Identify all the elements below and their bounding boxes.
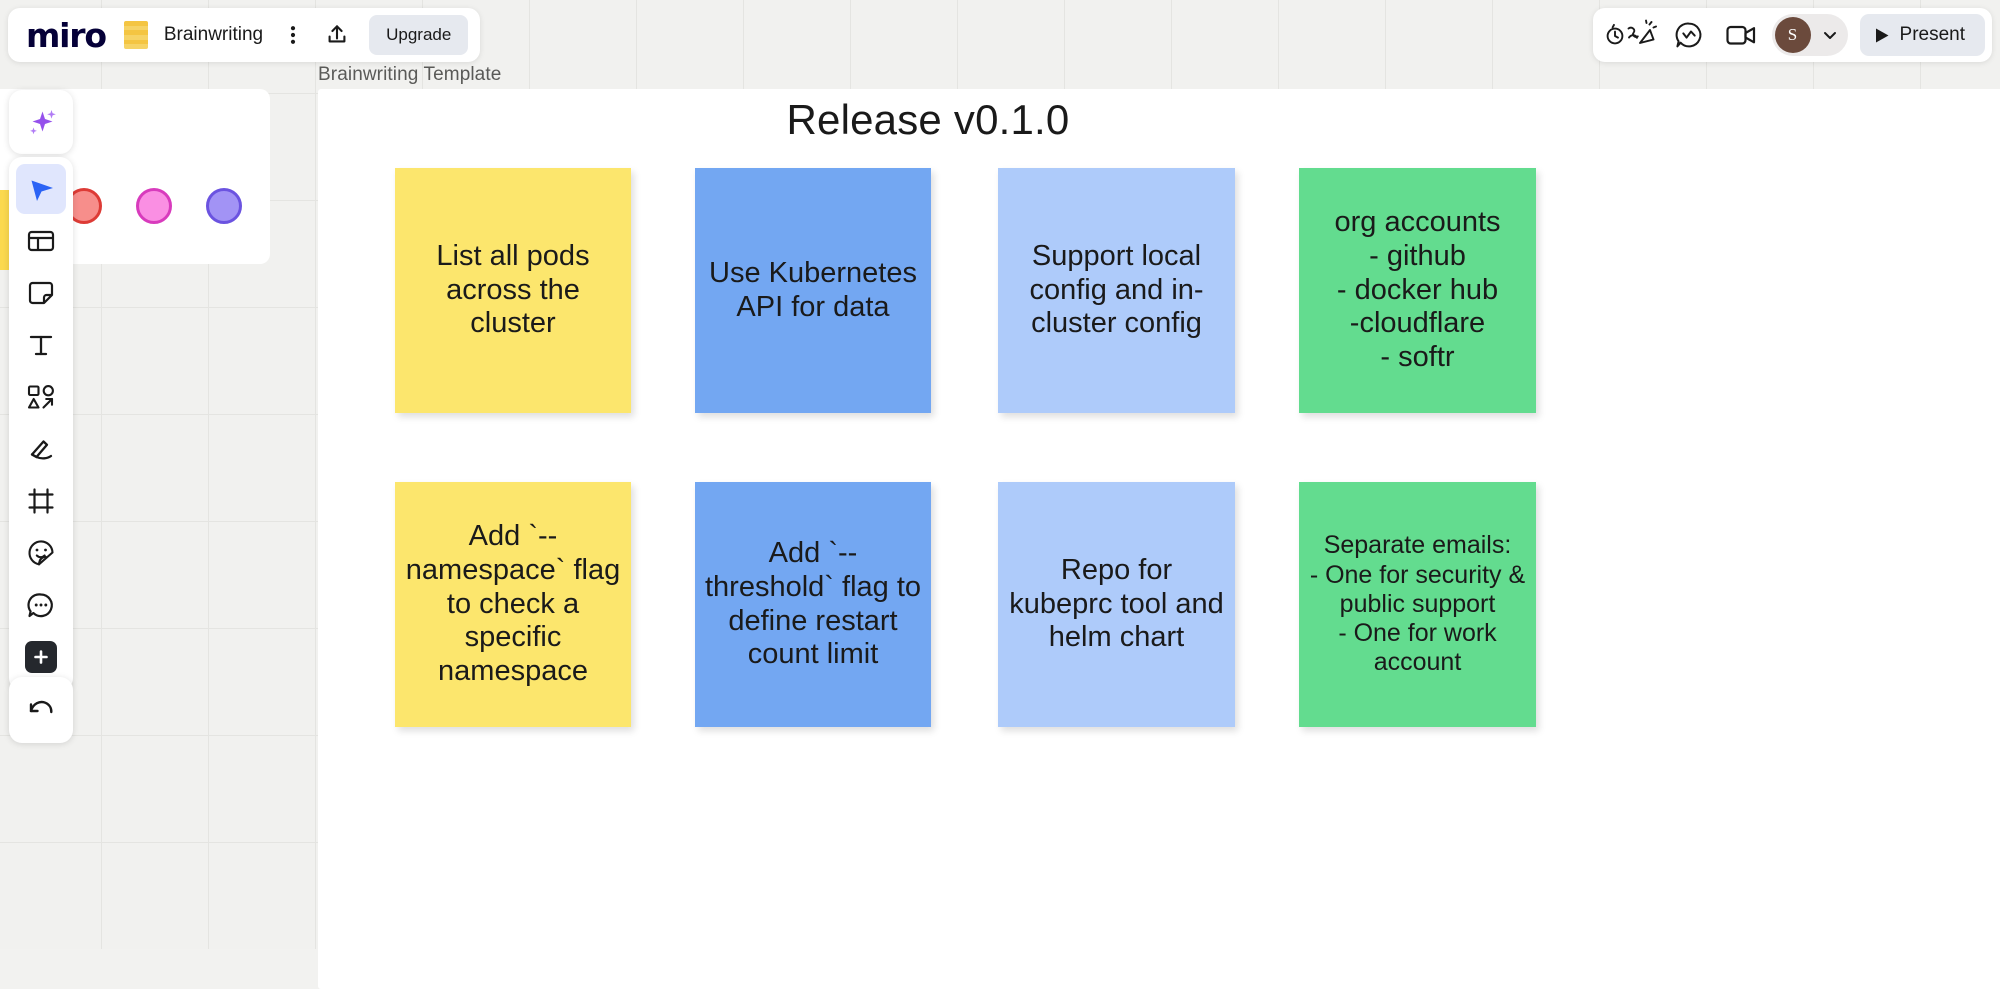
main-tool-panel bbox=[9, 157, 73, 691]
sticky-repo-kubeprc[interactable]: Repo for kubeprc tool and helm chart bbox=[998, 482, 1235, 727]
cursor-arrow-icon bbox=[24, 172, 58, 206]
undo-tool[interactable] bbox=[16, 685, 66, 735]
more-apps-tool[interactable] bbox=[16, 632, 66, 682]
sticky-org-accounts[interactable]: org accounts - github - docker hub -clou… bbox=[1299, 168, 1536, 413]
sticky-namespace-flag[interactable]: Add `--namespace` flag to check a specif… bbox=[395, 482, 631, 727]
undo-arrow-icon bbox=[25, 694, 57, 726]
board-thumbnail[interactable] bbox=[124, 21, 148, 49]
upload-share-icon bbox=[324, 22, 350, 48]
user-avatar-group[interactable]: S bbox=[1772, 14, 1848, 56]
select-tool[interactable] bbox=[16, 164, 66, 214]
ai-sparkles-tool[interactable] bbox=[16, 97, 66, 147]
sticky-separate-emails[interactable]: Separate emails: - One for security & pu… bbox=[1299, 482, 1536, 727]
share-button[interactable] bbox=[317, 15, 357, 55]
pen-tool[interactable] bbox=[16, 424, 66, 474]
frame-label-brainwriting-template: Brainwriting Template bbox=[318, 64, 2000, 86]
video-camera-icon bbox=[1725, 22, 1757, 48]
vote-dot-pink[interactable] bbox=[136, 188, 172, 224]
comment-tool[interactable] bbox=[16, 580, 66, 630]
undo-tool-panel bbox=[9, 677, 73, 743]
chevron-down-icon bbox=[1820, 25, 1840, 45]
sparkles-icon bbox=[24, 105, 58, 139]
sticker-tool[interactable] bbox=[16, 528, 66, 578]
frame-icon bbox=[25, 485, 57, 517]
templates-tool[interactable] bbox=[16, 216, 66, 266]
board-menu-button[interactable] bbox=[273, 15, 313, 55]
sticky-threshold-flag[interactable]: Add `--threshold` flag to define restart… bbox=[695, 482, 931, 727]
board-heading: Release v0.1.0 bbox=[318, 96, 1538, 144]
shapes-icon bbox=[25, 381, 57, 413]
header-left-bar: miro Brainwriting Upgrade bbox=[8, 8, 480, 62]
timer-voting-button[interactable] bbox=[1600, 15, 1662, 55]
comment-bubble-icon bbox=[25, 589, 57, 621]
chat-bubble-icon bbox=[1674, 20, 1704, 50]
header-right-bar: S Present bbox=[1593, 8, 1992, 62]
frame-tool[interactable] bbox=[16, 476, 66, 526]
present-label: Present bbox=[1900, 24, 1965, 46]
present-button[interactable]: Present bbox=[1860, 14, 1985, 56]
timer-voting-icon bbox=[1605, 19, 1657, 51]
avatar[interactable]: S bbox=[1775, 17, 1811, 53]
sticky-use-kubernetes-api[interactable]: Use Kubernetes API for data bbox=[695, 168, 931, 413]
text-t-icon bbox=[25, 329, 57, 361]
board-canvas[interactable]: Brainwriting Template Release v0.1.0 Lis… bbox=[0, 0, 2000, 949]
template-grid-icon bbox=[25, 225, 57, 257]
miro-logo[interactable]: miro bbox=[26, 19, 120, 52]
text-tool[interactable] bbox=[16, 320, 66, 370]
vote-dot-purple[interactable] bbox=[206, 188, 242, 224]
sticky-note-tool[interactable] bbox=[16, 268, 66, 318]
sticky-support-local-config[interactable]: Support local config and in-cluster conf… bbox=[998, 168, 1235, 413]
video-call-button[interactable] bbox=[1716, 15, 1766, 55]
sticker-smiley-icon bbox=[25, 537, 57, 569]
sticky-list-all-pods[interactable]: List all pods across the cluster bbox=[395, 168, 631, 413]
upgrade-button[interactable]: Upgrade bbox=[369, 15, 468, 55]
chat-button[interactable] bbox=[1664, 15, 1714, 55]
kebab-menu-icon bbox=[282, 24, 304, 46]
board-name-label[interactable]: Brainwriting bbox=[152, 24, 269, 46]
ai-tool-panel bbox=[9, 90, 73, 154]
play-triangle-icon bbox=[1874, 27, 1890, 44]
shapes-tool[interactable] bbox=[16, 372, 66, 422]
plus-square-icon bbox=[25, 641, 57, 673]
marker-pen-icon bbox=[25, 433, 57, 465]
sticky-note-icon bbox=[25, 277, 57, 309]
